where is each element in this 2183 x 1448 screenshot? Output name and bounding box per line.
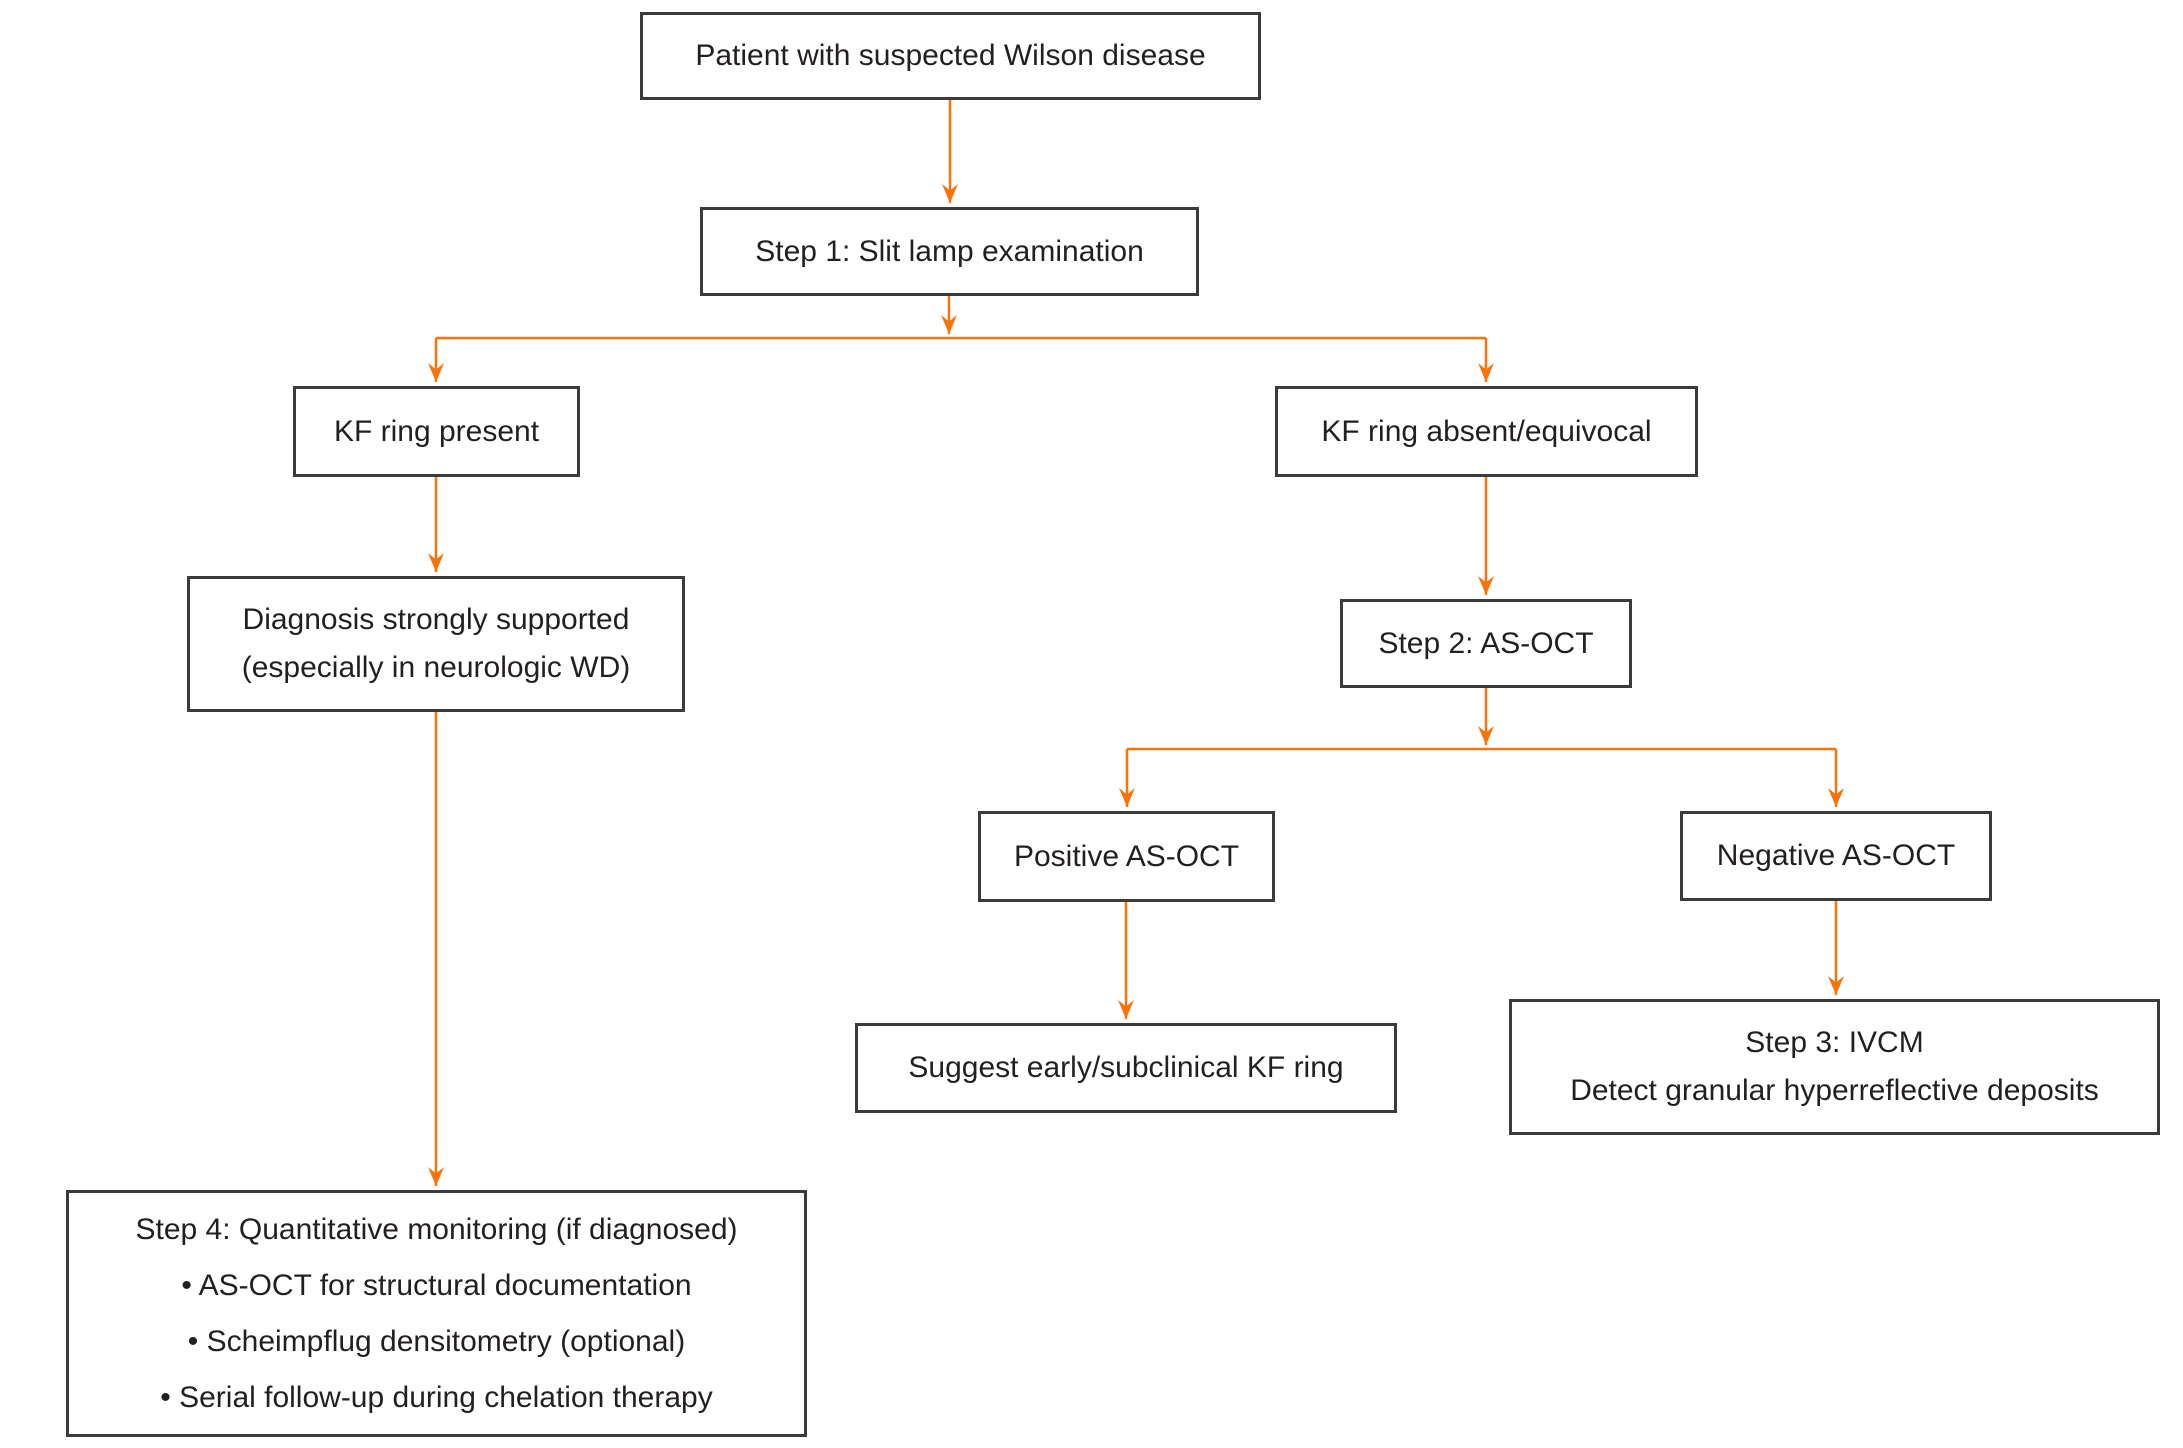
node-kf-ring-present: KF ring present (293, 386, 580, 477)
node-label: Patient with suspected Wilson disease (695, 39, 1206, 72)
node-label-line1: Step 3: IVCM (1745, 1026, 1924, 1059)
node-label: KF ring absent/equivocal (1321, 414, 1652, 448)
node-title: Step 4: Quantitative monitoring (if diag… (135, 1212, 738, 1246)
node-bullet-serial-followup: • Serial follow-up during chelation ther… (160, 1380, 713, 1414)
node-diagnosis-supported: Diagnosis strongly supported (especially… (187, 576, 685, 712)
node-label-line1: Diagnosis strongly supported (242, 603, 630, 636)
node-patient-suspected-wilson: Patient with suspected Wilson disease (640, 12, 1261, 100)
node-label: Suggest early/subclinical KF ring (908, 1051, 1344, 1084)
node-positive-as-oct: Positive AS-OCT (978, 811, 1275, 902)
node-label-line2: (especially in neurologic WD) (241, 651, 631, 684)
node-label-line2: Detect granular hyperreflective deposits (1570, 1074, 2099, 1107)
node-step2-as-oct: Step 2: AS-OCT (1340, 599, 1632, 688)
node-label: Step 2: AS-OCT (1378, 626, 1594, 660)
node-kf-ring-absent: KF ring absent/equivocal (1275, 386, 1698, 477)
node-step4-quantitative-monitoring: Step 4: Quantitative monitoring (if diag… (66, 1190, 807, 1437)
node-label: Step 1: Slit lamp examination (755, 234, 1144, 268)
node-suggest-subclinical-kf-ring: Suggest early/subclinical KF ring (855, 1023, 1397, 1113)
node-negative-as-oct: Negative AS-OCT (1680, 811, 1992, 901)
node-label: KF ring present (333, 414, 540, 448)
node-bullet-scheimpflug: • Scheimpflug densitometry (optional) (187, 1324, 686, 1358)
node-label: Positive AS-OCT (1013, 839, 1240, 873)
node-step3-ivcm: Step 3: IVCM Detect granular hyperreflec… (1509, 999, 2160, 1135)
node-bullet-as-oct: • AS-OCT for structural documentation (181, 1268, 692, 1302)
node-step1-slit-lamp: Step 1: Slit lamp examination (700, 207, 1199, 296)
node-label: Negative AS-OCT (1716, 839, 1956, 872)
